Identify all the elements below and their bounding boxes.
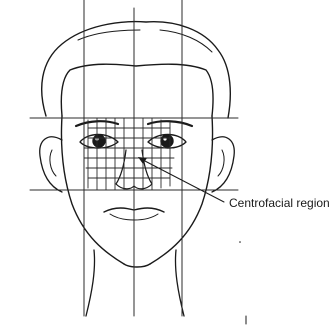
stray-marks [239,241,246,324]
ears [40,137,235,192]
head-outline [42,22,231,267]
neck [86,250,184,316]
centrofacial-grid [84,118,174,190]
centrofacial-region-label: Centrofacial region [229,197,330,209]
